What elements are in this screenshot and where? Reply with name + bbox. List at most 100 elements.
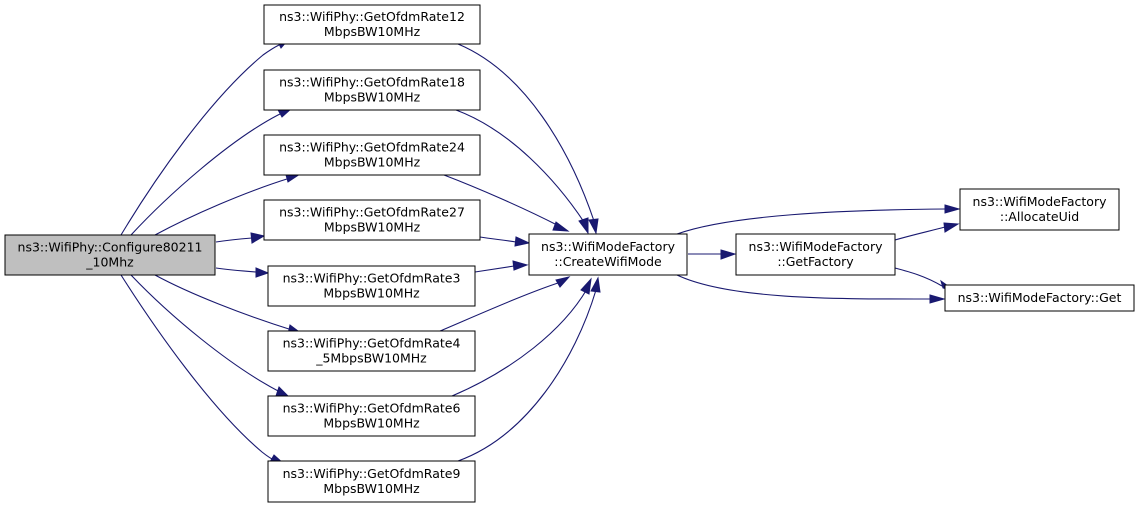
node-box <box>267 330 476 372</box>
node-label: MbpsBW10MHz <box>323 416 420 431</box>
call-nodes: ns3::WifiPhy::Configure80211_10Mhzns3::W… <box>4 4 1135 503</box>
node-label: MbpsBW10MHz <box>324 90 421 105</box>
node-box <box>267 395 476 437</box>
edge-line <box>120 44 280 236</box>
edge-line <box>439 281 562 332</box>
node-box <box>944 284 1135 312</box>
node-label: ns3::WifiPhy::GetOfdmRate4 <box>283 336 461 351</box>
node-label: MbpsBW10MHz <box>324 220 421 235</box>
node-label: ns3::WifiPhy::GetOfdmRate24 <box>279 140 465 155</box>
node-label: ns3::WifiPhy::GetOfdmRate3 <box>283 271 461 286</box>
edge-configure-r3 <box>215 267 270 278</box>
edge-r3-create <box>474 260 529 273</box>
node-getofdmrate4-5mbpsbw10mhz[interactable]: ns3::WifiPhy::GetOfdmRate4_5MbpsBW10MHz <box>267 330 476 372</box>
edge-line <box>676 274 931 300</box>
arrowhead-icon <box>588 218 599 235</box>
arrowhead-icon <box>943 222 960 233</box>
node-label: ::AllocateUid <box>1000 209 1079 224</box>
arrowhead-icon <box>255 267 270 278</box>
edge-line <box>215 267 257 273</box>
edge-r27-create <box>479 236 531 247</box>
node-label: ns3::WifiPhy::GetOfdmRate27 <box>279 205 465 220</box>
edge-line <box>455 109 585 223</box>
arrowhead-icon <box>590 276 601 293</box>
node-label: ns3::WifiPhy::GetOfdmRate9 <box>283 466 461 481</box>
edge-line <box>474 265 515 273</box>
node-label: _5MbpsBW10MHz <box>315 351 427 366</box>
edge-r9-create <box>457 276 601 462</box>
node-box <box>4 234 216 276</box>
node-createwifimode[interactable]: ns3::WifiModeFactory::CreateWifiMode <box>528 233 688 276</box>
edge-line <box>130 274 281 393</box>
edge-line <box>479 236 517 243</box>
arrowhead-icon <box>514 236 531 247</box>
edge-line <box>894 267 943 287</box>
edge-configure-r27 <box>215 232 266 244</box>
arrowhead-icon <box>555 276 571 288</box>
edge-line <box>443 174 560 227</box>
node-label: MbpsBW10MHz <box>323 286 420 301</box>
edge-configure-r9 <box>120 274 286 465</box>
node-label: MbpsBW10MHz <box>323 481 420 496</box>
node-label: _10Mhz <box>85 255 134 270</box>
arrowhead-icon <box>929 294 946 304</box>
node-box <box>263 199 481 241</box>
node-label: ::GetFactory <box>777 254 854 269</box>
arrowhead-icon <box>944 204 961 214</box>
node-box <box>267 460 476 503</box>
node-configure80211-10mhz[interactable]: ns3::WifiPhy::Configure80211_10Mhz <box>4 234 216 276</box>
node-get[interactable]: ns3::WifiModeFactory::Get <box>944 284 1135 312</box>
edge-line <box>154 274 293 331</box>
node-getfactory[interactable]: ns3::WifiModeFactory::GetFactory <box>735 233 896 276</box>
edge-line <box>120 274 277 462</box>
node-box <box>267 265 476 307</box>
node-label: ns3::WifiModeFactory <box>973 194 1108 209</box>
arrowhead-icon <box>512 260 529 271</box>
edge-create-getfactory <box>688 249 737 260</box>
node-box <box>959 188 1120 231</box>
node-box <box>263 4 481 45</box>
node-label: ns3::WifiPhy::GetOfdmRate12 <box>279 9 465 24</box>
edge-r6-create <box>451 277 592 397</box>
edge-r45-create <box>439 276 571 332</box>
edge-configure-r12 <box>120 39 290 236</box>
edge-line <box>894 226 946 241</box>
node-label: MbpsBW10MHz <box>324 155 421 170</box>
arrowhead-icon <box>580 277 592 295</box>
edge-line <box>676 208 946 235</box>
edge-getfactory-allocate <box>894 222 960 241</box>
node-label: MbpsBW10MHz <box>324 24 421 39</box>
edge-create-allocate <box>676 204 961 235</box>
edge-line <box>457 43 595 222</box>
node-label: ns3::WifiModeFactory <box>541 239 676 254</box>
node-label: ns3::WifiModeFactory <box>749 239 884 254</box>
arrowhead-icon <box>250 232 266 244</box>
edge-line <box>457 289 597 462</box>
node-label: ns3::WifiPhy::GetOfdmRate6 <box>283 401 461 416</box>
node-box <box>263 69 481 111</box>
edge-line <box>451 288 588 397</box>
node-label: ::CreateWifiMode <box>554 254 662 269</box>
arrowhead-icon <box>720 249 737 260</box>
node-box <box>263 134 481 176</box>
node-box <box>735 233 896 276</box>
node-allocateuid[interactable]: ns3::WifiModeFactory::AllocateUid <box>959 188 1120 231</box>
node-box <box>528 233 688 276</box>
edge-r24-create <box>443 174 570 232</box>
node-label: ns3::WifiPhy::GetOfdmRate18 <box>279 75 465 90</box>
edge-line <box>154 177 291 236</box>
node-label: ns3::WifiPhy::Configure80211 <box>18 240 203 255</box>
edge-configure-r6 <box>130 274 292 399</box>
arrowhead-icon <box>552 221 570 232</box>
edge-create-get <box>676 274 946 304</box>
node-label: ns3::WifiModeFactory::Get <box>958 290 1122 305</box>
call-edges <box>120 39 961 465</box>
